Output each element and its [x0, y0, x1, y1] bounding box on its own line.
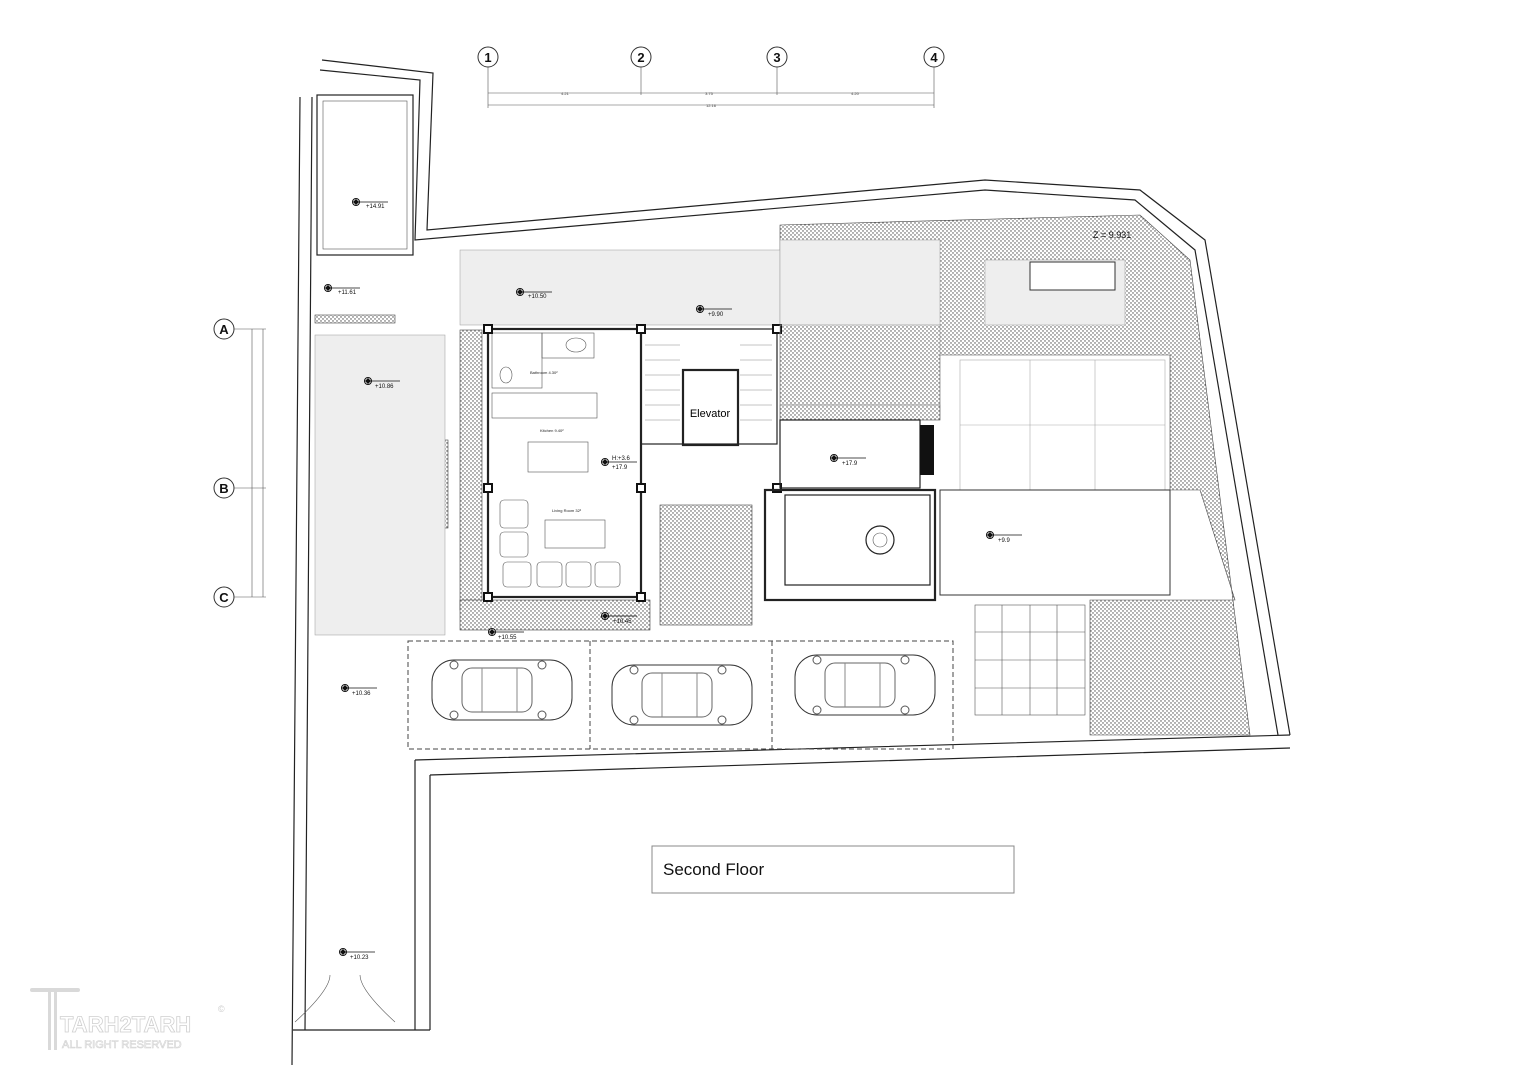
- site-boundary: [291, 59, 1291, 1066]
- watermark-logo: TARH2TARH ALL RIGHT RESERVED ©: [30, 988, 225, 1051]
- parking: [407, 640, 954, 750]
- upper-terrace: [316, 94, 414, 256]
- z-level: Z = 9.931: [1093, 230, 1131, 240]
- grid-bubble-1: 1: [477, 46, 499, 108]
- svg-text:C: C: [219, 590, 229, 605]
- svg-text:TARH2TARH: TARH2TARH: [60, 1012, 191, 1037]
- svg-text:+10.55: +10.55: [498, 635, 517, 641]
- svg-text:B: B: [219, 481, 228, 496]
- svg-text:2: 2: [637, 50, 644, 65]
- svg-text:Second Floor: Second Floor: [663, 860, 764, 879]
- car-1: [431, 659, 573, 721]
- grid-bubble-4: 4: [923, 46, 945, 108]
- grid-bubble-a: A: [213, 318, 235, 340]
- terrace-seating: [763, 488, 937, 602]
- svg-text:+9.90: +9.90: [708, 312, 724, 318]
- svg-text:+10.86: +10.86: [375, 384, 394, 390]
- svg-text:Bathroom 4.30²: Bathroom 4.30²: [530, 370, 558, 375]
- svg-text:3: 3: [773, 50, 780, 65]
- svg-text:ALL RIGHT RESERVED: ALL RIGHT RESERVED: [62, 1039, 182, 1051]
- paving-tiles: [974, 604, 1086, 716]
- svg-text:H:+3.6: H:+3.6: [612, 456, 631, 462]
- svg-text:+10.50: +10.50: [528, 294, 547, 300]
- grid-columns: 1 2 3 4 4.21 3.75 4.20 12.16: [477, 46, 945, 108]
- grid-bubble-2: 2: [630, 46, 652, 95]
- drawing-title: Second Floor: [651, 845, 1015, 894]
- svg-text:4: 4: [930, 50, 938, 65]
- elevator-label: Elevator: [690, 408, 731, 420]
- svg-text:3.75: 3.75: [705, 91, 714, 96]
- svg-text:+10.36: +10.36: [352, 691, 371, 697]
- grid-bubble-c: C: [213, 586, 235, 608]
- svg-text:+17.9: +17.9: [842, 461, 858, 467]
- svg-text:©: ©: [218, 1004, 225, 1014]
- svg-text:4.20: 4.20: [851, 91, 860, 96]
- svg-text:+11.61: +11.61: [338, 290, 357, 296]
- svg-text:+10.23: +10.23: [350, 955, 369, 961]
- svg-text:+17.9: +17.9: [612, 465, 628, 471]
- svg-text:12.16: 12.16: [706, 103, 717, 108]
- grid-rows: A B C: [213, 318, 266, 608]
- svg-text:A: A: [219, 322, 229, 337]
- stair-core: [640, 328, 778, 445]
- apartment-unit: Elevator Bathroom 4.30² Kitchen 9.40² Li…: [483, 324, 782, 602]
- svg-text:4.21: 4.21: [561, 91, 570, 96]
- grid-bubble-b: B: [213, 477, 235, 499]
- svg-text:1: 1: [484, 50, 491, 65]
- svg-text:+10.45: +10.45: [613, 619, 632, 625]
- svg-text:+9.9: +9.9: [998, 538, 1011, 544]
- grid-bubble-3: 3: [766, 46, 788, 95]
- svg-text:Living Room 32²: Living Room 32²: [552, 508, 582, 513]
- svg-text:+14.91: +14.91: [366, 204, 385, 210]
- svg-text:Kitchen 9.40²: Kitchen 9.40²: [540, 428, 564, 433]
- car-2: [611, 664, 753, 726]
- level-markers: +14.91 +11.61 +10.50 +9.90 +10.86 +17.9 …: [324, 198, 1131, 961]
- elevator: [681, 368, 740, 447]
- car-3: [794, 654, 936, 716]
